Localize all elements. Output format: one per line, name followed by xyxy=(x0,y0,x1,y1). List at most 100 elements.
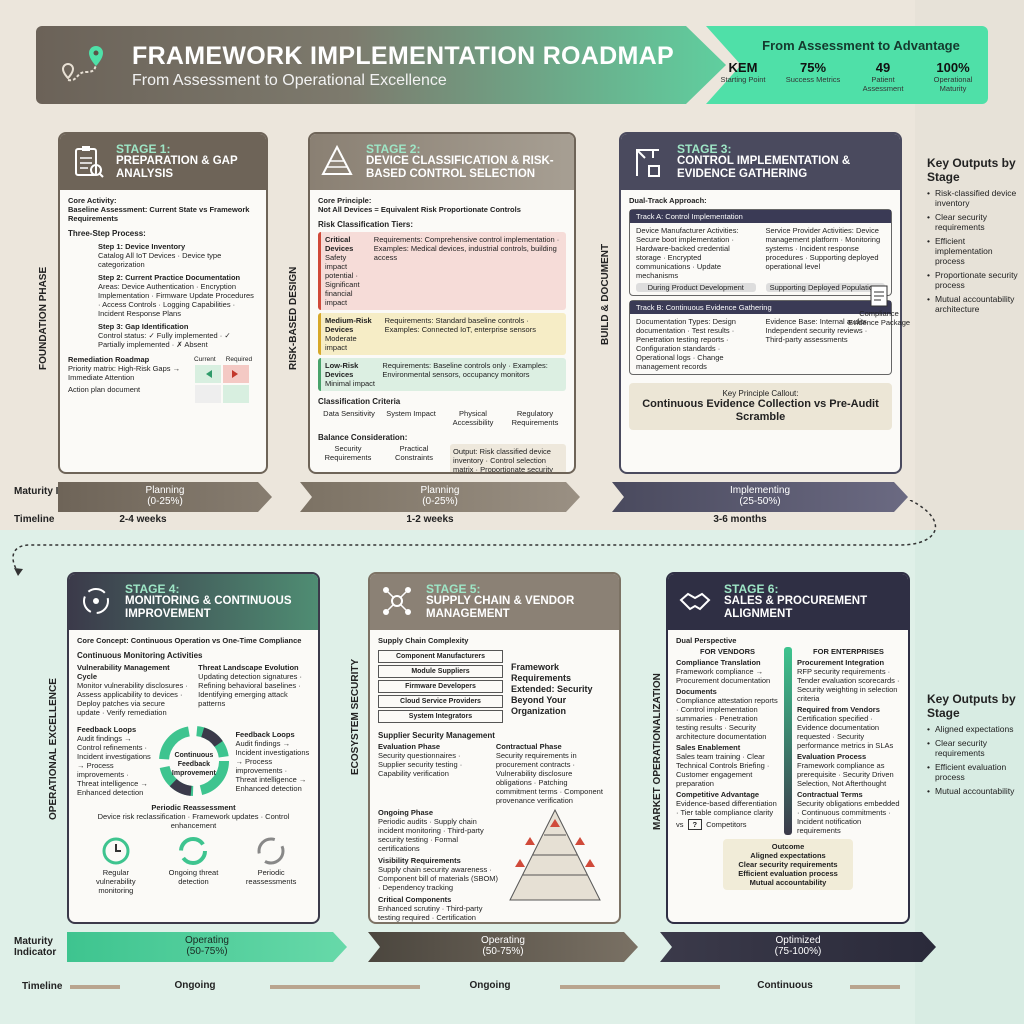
complexity-title: Supply Chain Complexity xyxy=(378,636,469,645)
header-accent-banner xyxy=(706,26,988,104)
maturity-stage: Operating xyxy=(185,935,229,946)
core-label: Core Activity: xyxy=(68,196,117,205)
track-b-title: Track B: Continuous Evidence Gathering xyxy=(630,301,891,314)
vs-label: vs xyxy=(676,820,684,829)
maturity-stage: Planning xyxy=(420,485,460,496)
outcome-item: Efficient evaluation process xyxy=(738,869,838,878)
criteria-title: Classification Criteria xyxy=(318,397,401,406)
maturity-range: (0-25%) xyxy=(147,496,183,507)
phase-label-market: MARKET OPERATIONALIZATION xyxy=(652,673,663,830)
stage5-header: STAGE 5: SUPPLY CHAIN & VENDOR MANAGEMEN… xyxy=(370,574,619,630)
maturity-label: Maturity Indicator xyxy=(14,936,57,958)
contract-title: Contractual Phase xyxy=(495,742,562,751)
key-outputs-top: Key Outputs by Stage Risk-classified dev… xyxy=(927,156,1022,318)
tier-req: Requirements: Standard baseline controls… xyxy=(384,316,536,334)
step-desc: Control status: ✓ Fully implemented · ✓ … xyxy=(98,331,231,349)
key-output-item: Risk-classified device inventory xyxy=(927,188,1022,208)
during-dev: During Product Development xyxy=(636,283,756,292)
docs-title: Documents xyxy=(676,687,717,696)
route-pin-icon xyxy=(61,46,103,82)
compliance-package: Compliance Evidence Package xyxy=(847,285,911,327)
stage-title: SALES & PROCUREMENT ALIGNMENT xyxy=(724,595,868,620)
maturity-range: (50-75%) xyxy=(186,946,228,957)
track-a-right: Service Provider Activities: Device mana… xyxy=(765,226,881,271)
key-outputs-bottom: Key Outputs by Stage Aligned expectation… xyxy=(927,692,1022,800)
key-outputs-title: Key Outputs by Stage xyxy=(927,692,1016,720)
terms-desc: Security obligations embedded · Continuo… xyxy=(796,799,900,835)
maturity-bar: Planning(0-25%) xyxy=(58,482,272,512)
maturity-bar: Planning(0-25%) xyxy=(300,482,580,512)
question-icon: ? xyxy=(687,819,703,830)
core-text: Baseline Assessment: Current State vs Fr… xyxy=(68,205,250,223)
maturity-bar: Operating(50-75%) xyxy=(67,932,347,962)
threat-desc: Updating detection signatures · Refining… xyxy=(198,672,302,708)
stage4-body: Core Concept: Continuous Operation vs On… xyxy=(69,630,318,901)
stage-title: SUPPLY CHAIN & VENDOR MANAGEMENT xyxy=(426,595,575,620)
advantage-title: Competitive Advantage xyxy=(676,790,760,799)
stage-title: CONTROL IMPLEMENTATION & EVIDENCE GATHER… xyxy=(677,155,851,180)
stage6-card: STAGE 6: SALES & PROCUREMENT ALIGNMENT D… xyxy=(666,572,910,924)
connector-arrow xyxy=(12,500,937,576)
evalp-title: Evaluation Process xyxy=(796,752,867,761)
translation-title: Compliance Translation xyxy=(676,658,761,667)
balance-title: Balance Consideration: xyxy=(318,433,408,442)
step-title: Step 3: Gap Identification xyxy=(98,322,189,331)
core-label: Core Principle: xyxy=(318,196,372,205)
metric-label: Operational Maturity xyxy=(933,75,973,93)
stage-number: STAGE 5: xyxy=(426,582,481,596)
callout-label: Key Principle Callout: xyxy=(722,389,799,398)
timeline-value: 1-2 weeks xyxy=(406,514,454,525)
stage5-body: Supply Chain Complexity Component Manufa… xyxy=(370,630,619,922)
roadmap-desc: Priority matrix: High-Risk Gaps → Immedi… xyxy=(68,364,181,382)
handshake-icon xyxy=(679,592,711,611)
maturity-range: (50-75%) xyxy=(482,946,524,957)
phase-label-risk: RISK-BASED DESIGN xyxy=(288,266,299,370)
roadmap-title: Remediation Roadmap xyxy=(68,355,150,364)
critical-desc: Enhanced scrutiny · Third-party testing … xyxy=(378,904,483,922)
track-b-right: Evidence Base: Internal audits · Indepen… xyxy=(765,317,872,344)
key-output-item: Efficient evaluation process xyxy=(927,762,1022,782)
clipboard-icon xyxy=(75,146,104,178)
track-a: Track A: Control Implementation Device M… xyxy=(629,209,892,296)
translation-desc: Framework compliance → Procurement docum… xyxy=(676,667,771,685)
outcome-item: Clear security requirements xyxy=(738,860,838,869)
proc-desc: RFP security requirements · Tender evalu… xyxy=(796,667,900,703)
stage2-output: Output: Risk classified device inventory… xyxy=(450,444,566,472)
chain-item: Cloud Service Providers xyxy=(378,695,503,708)
stage-title: MONITORING & CONTINUOUS IMPROVEMENT xyxy=(125,595,292,620)
page-title: FRAMEWORK IMPLEMENTATION ROADMAP xyxy=(132,42,674,70)
step-title: Step 2: Current Practice Documentation xyxy=(98,273,241,282)
approach: Dual-Track Approach: xyxy=(629,196,707,205)
stage4-card: STAGE 4: MONITORING & CONTINUOUS IMPROVE… xyxy=(67,572,320,924)
package-label: Compliance Evidence Package xyxy=(847,309,911,327)
timeline-value: 3-6 months xyxy=(713,514,767,525)
reassess-icon xyxy=(257,837,285,865)
vuln-title: Vulnerability Management Cycle xyxy=(77,663,170,681)
key-output-item: Proportionate security process xyxy=(927,270,1022,290)
tier-desc: Safety impact potential · Significant fi… xyxy=(325,253,360,307)
stage-title: DEVICE CLASSIFICATION & RISK-BASED CONTR… xyxy=(366,155,554,180)
balance-left: Security Requirements xyxy=(324,444,372,462)
tier-desc: Moderate impact xyxy=(325,334,357,352)
required-desc: Certification specified · Evidence docum… xyxy=(796,714,894,750)
key-output-item: Mutual accountability xyxy=(927,786,1022,796)
key-output-item: Clear security requirements xyxy=(927,212,1022,232)
stage-number: STAGE 6: xyxy=(724,582,779,596)
tier-name: Critical Devices xyxy=(325,235,354,253)
tier-desc: Minimal impact xyxy=(325,379,376,388)
stage1-header: STAGE 1: PREPARATION & GAP ANALYSIS xyxy=(60,134,266,190)
divider-arrow xyxy=(783,647,793,835)
phase-label-build: BUILD & DOCUMENT xyxy=(600,243,611,345)
stage-number: STAGE 2: xyxy=(366,142,421,156)
tier-req: Requirements: Baseline controls only · E… xyxy=(382,361,548,379)
criteria-item: Regulatory Requirements xyxy=(511,409,559,427)
docs-desc: Compliance attestation reports · Control… xyxy=(676,696,778,741)
stage-title: PREPARATION & GAP ANALYSIS xyxy=(116,155,238,180)
step-desc: Catalog All IoT Devices · Device type ca… xyxy=(98,251,222,269)
key-principle-callout: Key Principle Callout: Continuous Eviden… xyxy=(629,383,892,430)
callout-text: Continuous Evidence Collection vs Pre-Au… xyxy=(642,398,879,423)
